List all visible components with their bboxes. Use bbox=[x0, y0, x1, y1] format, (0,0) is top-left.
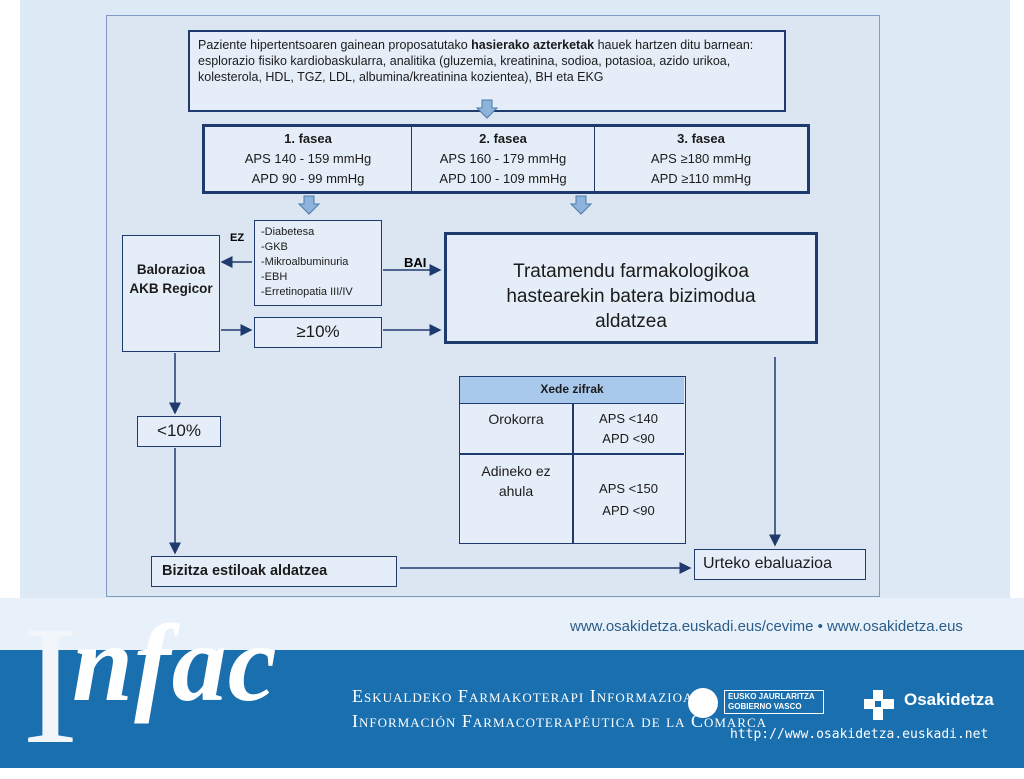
annual-evaluation-box: Urteko ebaluazioa bbox=[694, 549, 866, 580]
target-row-2-apd: APD <90 bbox=[602, 503, 655, 518]
label-ez: EZ bbox=[230, 232, 245, 244]
targets-header-text: Xede zifrak bbox=[540, 382, 604, 396]
phase-3-cell: 3. fasea APS ≥180 mmHg APD ≥110 mmHg bbox=[595, 127, 807, 191]
treatment-text: Tratamendu farmakologikoa hastearekin ba… bbox=[506, 261, 756, 332]
phase-1-aps: APS 140 - 159 mmHg bbox=[244, 151, 372, 166]
lifestyle-box: Bizitza estiloak aldatzea bbox=[151, 556, 397, 587]
block-arrow-phase2 bbox=[569, 195, 593, 215]
condition-2: -GKB bbox=[261, 241, 288, 253]
osakidetza-cross-icon bbox=[864, 690, 894, 720]
targets-table: Xede zifrak Orokorra APS <140 APD <90 Ad… bbox=[459, 376, 686, 544]
phase-2-apd: APD 100 - 109 mmHg bbox=[439, 171, 567, 186]
footer-url-strip bbox=[0, 598, 1024, 650]
footer-urls[interactable]: www.osakidetza.euskadi.eus/cevime • www.… bbox=[570, 618, 963, 635]
phase-2-title: 2. fasea bbox=[479, 131, 527, 146]
targets-divider-v bbox=[572, 403, 574, 543]
block-arrow-intro bbox=[475, 99, 499, 119]
ge10-text: ≥10% bbox=[296, 322, 340, 341]
target-row-1-group: Orokorra bbox=[488, 411, 544, 427]
target-row-2-aps: APS <150 bbox=[599, 481, 658, 496]
conditions-box: -Diabetesa -GKB -Mikroalbuminuria -EBH -… bbox=[254, 220, 382, 306]
condition-4: -EBH bbox=[261, 271, 288, 283]
intro-text-bold: hasierako azterketak bbox=[471, 38, 595, 52]
targets-divider-h bbox=[460, 453, 684, 455]
phase-1-apd: APD 90 - 99 mmHg bbox=[251, 171, 365, 186]
tagline-spanish: Información Farmacoterapéutica de la Com… bbox=[352, 711, 768, 731]
phase-3-apd: APD ≥110 mmHg bbox=[650, 171, 752, 186]
target-row-1-apd: APD <90 bbox=[602, 431, 655, 446]
label-bai: BAI bbox=[404, 255, 427, 270]
phase-2-aps: APS 160 - 179 mmHg bbox=[439, 151, 567, 166]
lt10-box: <10% bbox=[137, 416, 221, 447]
phase-1-title: 1. fasea bbox=[284, 131, 332, 146]
block-arrow-phase1 bbox=[297, 195, 321, 215]
ge10-box: ≥10% bbox=[254, 317, 382, 348]
phases-table: 1. fasea APS 140 - 159 mmHg APD 90 - 99 … bbox=[202, 124, 810, 194]
condition-5: -Erretinopatia III/IV bbox=[261, 286, 353, 298]
intro-text-end: hauek hartzen ditu barnean: esplorazio f… bbox=[198, 38, 754, 84]
phase-3-aps: APS ≥180 mmHg bbox=[650, 151, 752, 166]
government-emblem-icon bbox=[688, 688, 718, 718]
valuation-box: Balorazioa AKB Regicor bbox=[122, 235, 220, 352]
osakidetza-logo-text: Osakidetza bbox=[904, 690, 994, 709]
intro-text-start: Paziente hipertentsoaren gainean proposa… bbox=[198, 38, 472, 52]
phase-1-cell: 1. fasea APS 140 - 159 mmHg APD 90 - 99 … bbox=[205, 127, 412, 191]
tagline-basque: Eskualdeko Farmakoterapi Informazioa bbox=[352, 686, 694, 706]
footer-http-url[interactable]: http://www.osakidetza.euskadi.net bbox=[730, 727, 989, 742]
government-name: EUSKO JAURLARITZA GOBIERNO VASCO bbox=[724, 690, 824, 714]
phase-3-title: 3. fasea bbox=[677, 131, 725, 146]
infac-logo-initial: I bbox=[22, 591, 79, 779]
condition-3: -Mikroalbuminuria bbox=[261, 256, 349, 268]
government-name-eu: EUSKO JAURLARITZA bbox=[728, 692, 815, 701]
phase-2-cell: 2. fasea APS 160 - 179 mmHg APD 100 - 10… bbox=[412, 127, 595, 191]
target-row-1-aps: APS <140 bbox=[599, 411, 658, 426]
government-name-es: GOBIERNO VASCO bbox=[728, 702, 802, 711]
lifestyle-text: Bizitza estiloak aldatzea bbox=[162, 563, 328, 579]
annual-evaluation-text: Urteko ebaluazioa bbox=[703, 555, 832, 572]
basque-government-logo: EUSKO JAURLARITZA GOBIERNO VASCO bbox=[688, 688, 828, 718]
infac-logo-text: nfac bbox=[72, 602, 278, 724]
condition-1: -Diabetesa bbox=[261, 226, 315, 238]
lt10-text: <10% bbox=[157, 421, 201, 440]
target-row-2-group: Adineko ez ahula bbox=[481, 463, 551, 499]
treatment-box: Tratamendu farmakologikoa hastearekin ba… bbox=[444, 232, 818, 344]
targets-header bbox=[460, 377, 684, 404]
valuation-text: Balorazioa AKB Regicor bbox=[129, 262, 213, 296]
